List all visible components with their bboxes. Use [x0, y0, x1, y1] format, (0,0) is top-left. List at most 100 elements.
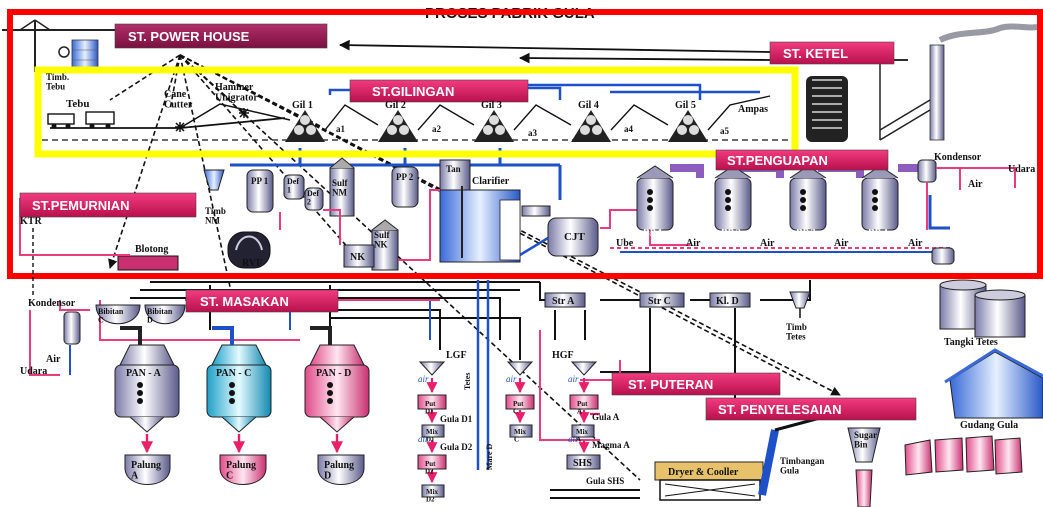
svg-text:ST.GILINGAN: ST.GILINGAN	[372, 84, 454, 99]
label-tangki-tetes: Tangki Tetes	[944, 337, 998, 348]
label-udara-left: Udara	[20, 366, 47, 377]
label-mill-2: Gil 2	[385, 100, 406, 111]
label-kondensor-left: Kondensor	[28, 298, 76, 309]
kondensor-left	[64, 312, 80, 344]
label-mill-5: Gil 5	[675, 100, 696, 111]
label-air-bp2: Air	[760, 238, 775, 249]
label-air-bp3: Air	[834, 238, 849, 249]
label-put-d2: PutD2	[425, 460, 436, 475]
label-mill-4: Gil 4	[578, 100, 599, 111]
label-pan-d: PAN - D	[316, 368, 351, 379]
svg-text:ST. PUTERAN: ST. PUTERAN	[628, 377, 713, 392]
mill-2	[378, 110, 418, 142]
label-timb-tetes: TimbTetes	[786, 322, 807, 342]
mill-5	[668, 110, 708, 142]
label-gula-a: Gula A	[592, 412, 620, 422]
station-power-house: ST. POWER HOUSE	[115, 24, 327, 48]
label-air-bp4: Air	[908, 238, 923, 249]
label-lgf: LGF	[446, 350, 467, 361]
label-ktr: KTR	[20, 216, 42, 227]
label-air-5: air	[568, 434, 579, 444]
vacuum-pan-c	[207, 328, 271, 432]
label-mix-c: MixC	[514, 428, 527, 443]
label-air-left: Air	[46, 354, 61, 365]
label-air-3: air	[568, 374, 579, 384]
label-timb-tebu: Timb.Tebu	[46, 72, 69, 92]
label-juice-2: a2	[432, 124, 442, 134]
vacuum-pan-d	[305, 328, 369, 432]
label-cjt: CJT	[564, 231, 585, 243]
molasses-tanks	[940, 280, 1025, 337]
svg-text:ST. POWER HOUSE: ST. POWER HOUSE	[128, 29, 250, 44]
evaporator-bp2	[715, 166, 751, 230]
label-magma-a: Magma A	[592, 440, 630, 450]
label-juice-5: a5	[720, 126, 730, 136]
station-penyelesaian: ST. PENYELESAIAN	[706, 398, 916, 420]
svg-text:ST. MASAKAN: ST. MASAKAN	[200, 294, 289, 309]
label-gudang-gula: Gudang Gula	[960, 420, 1018, 431]
evaporator-bp3	[790, 166, 826, 230]
label-juice-3: a3	[528, 128, 538, 138]
label-bp1: BP 1	[643, 228, 663, 239]
svg-text:ST.PEMURNIAN: ST.PEMURNIAN	[32, 198, 130, 213]
label-tangki: Tan	[446, 164, 461, 174]
label-str-c: Str C	[648, 296, 671, 307]
station-pemurnian: ST.PEMURNIAN	[20, 193, 196, 217]
label-mill-1: Gil 1	[292, 100, 313, 111]
station-puteran: ST. PUTERAN	[612, 373, 780, 395]
label-tebu: Tebu	[66, 98, 89, 110]
pan-drop-arrows	[147, 434, 337, 452]
svg-text:ST. KETEL: ST. KETEL	[783, 46, 848, 61]
label-air-bp1: Air	[686, 238, 701, 249]
station-masakan: ST. MASAKAN	[186, 290, 338, 312]
label-pp2: PP 2	[396, 172, 414, 182]
vacuum-pan-a	[115, 328, 179, 432]
label-gula-d1: Gula D1	[440, 414, 473, 424]
label-nk: NK	[350, 252, 365, 263]
label-air-1: air	[418, 374, 429, 384]
label-ube: Ube	[616, 238, 634, 249]
label-gula-d2: Gula D2	[440, 442, 473, 452]
finishing-equipment	[550, 410, 880, 507]
label-bp4: BP 4	[868, 228, 888, 239]
station-gilingan: ST.GILINGAN	[350, 80, 528, 102]
mill-3	[474, 110, 514, 142]
label-bp2: BP 2	[721, 228, 741, 239]
mill-4	[571, 110, 611, 142]
label-shs: SHS	[573, 458, 592, 469]
sugar-sacks	[905, 436, 1022, 475]
label-pan-c: PAN - C	[216, 368, 251, 379]
label-kl-d: Kl. D	[716, 296, 739, 307]
sugar-warehouse	[945, 350, 1043, 418]
label-blotong: Blotong	[135, 244, 168, 255]
label-tetes-vertical: Tetes	[463, 373, 472, 390]
label-dryer-cooler: Dryer & Cooller	[668, 467, 739, 478]
label-kondensor-top: Kondensor	[934, 152, 982, 163]
label-juice-4: a4	[624, 124, 634, 134]
station-ketel: ST. KETEL	[770, 42, 894, 64]
station-penguapan: ST.PENGUAPAN	[716, 150, 888, 170]
label-rvf: RVF	[242, 258, 262, 269]
label-ampas: Ampas	[738, 104, 768, 115]
label-udara-top: Udara	[1008, 164, 1035, 175]
label-clarifier: Clarifier	[472, 176, 510, 187]
label-str-a: Str A	[552, 296, 575, 307]
label-gula-shs: Gula SHS	[586, 476, 624, 486]
label-air-2: air	[506, 374, 517, 384]
label-pan-a: PAN - A	[126, 368, 162, 379]
molasses-scale	[790, 292, 810, 318]
label-air-4: air	[418, 434, 429, 444]
evaporator-line	[600, 160, 1015, 264]
label-pp1: PP 1	[251, 176, 269, 186]
evaporator-bp4	[862, 166, 898, 230]
